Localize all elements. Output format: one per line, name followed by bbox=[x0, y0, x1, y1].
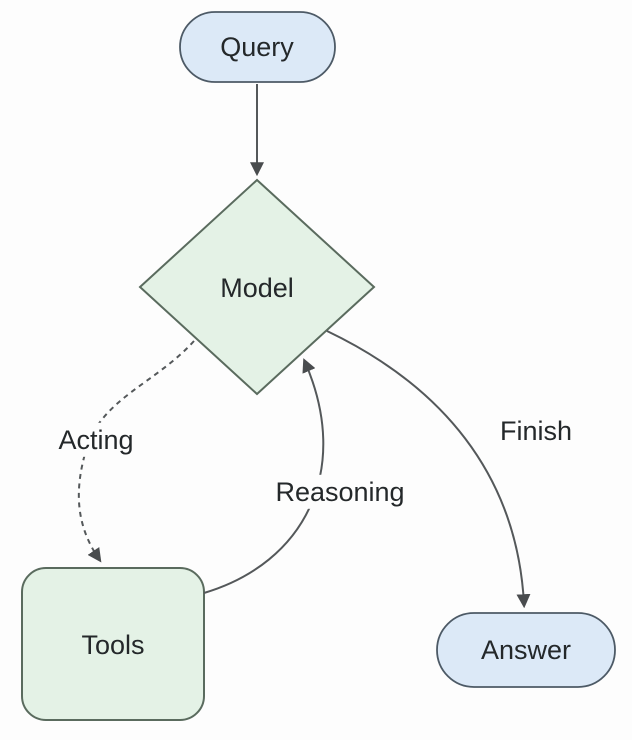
answer-node bbox=[436, 612, 616, 688]
query-node-label: Query bbox=[220, 31, 294, 62]
tools-node-label: Tools bbox=[81, 629, 145, 660]
tools-node bbox=[21, 567, 205, 721]
reasoning-edge-label: Reasoning bbox=[267, 474, 413, 510]
edge-model-to-answer bbox=[326, 330, 531, 609]
acting-edge-label: Acting bbox=[50, 422, 142, 458]
model-node bbox=[138, 178, 376, 396]
model-node-label: Model bbox=[220, 272, 294, 303]
answer-node-label: Answer bbox=[480, 634, 572, 665]
query-node bbox=[179, 11, 336, 83]
finish-edge-label: Finish bbox=[491, 413, 581, 449]
